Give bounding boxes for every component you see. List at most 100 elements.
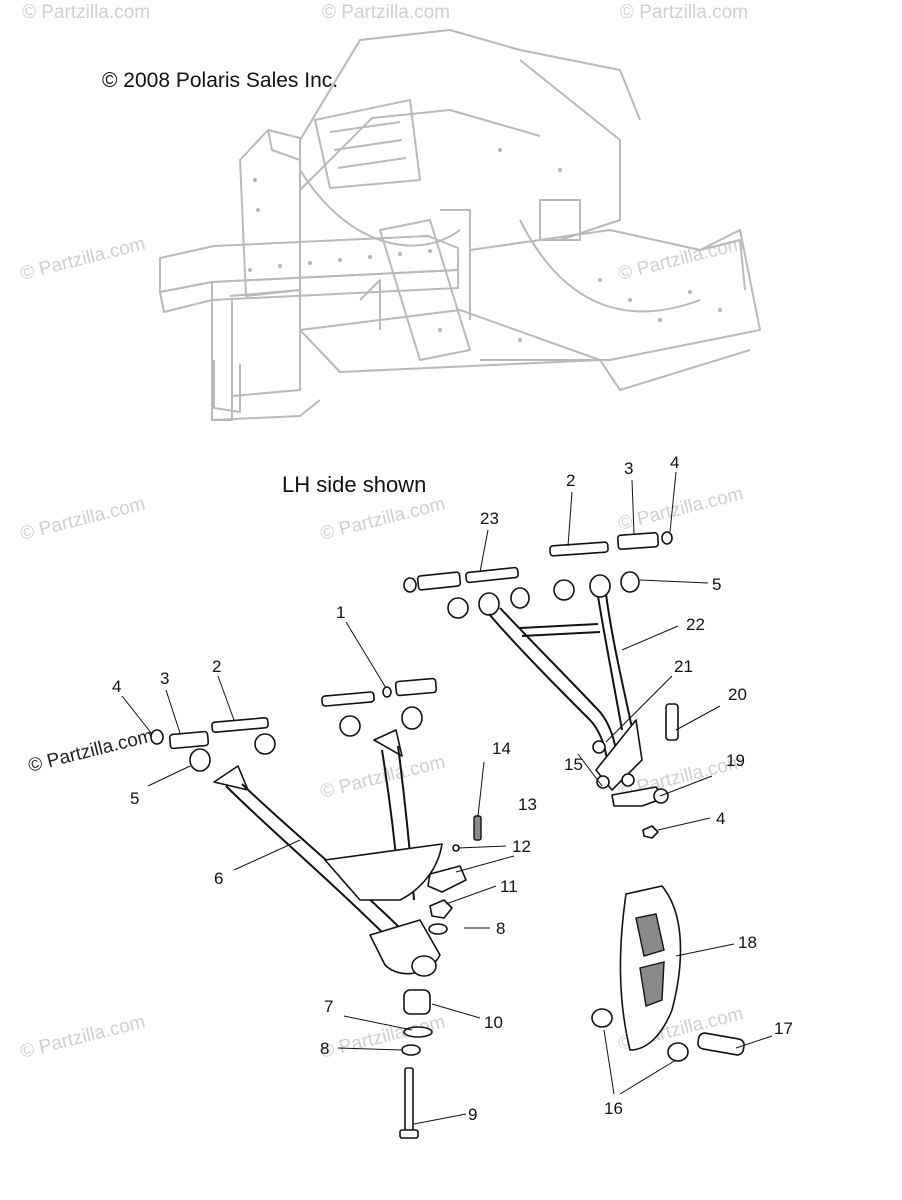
- callout-19: 19: [726, 751, 745, 770]
- vehicle-frame-illustration: [159, 29, 761, 421]
- callout-20: 20: [728, 685, 747, 704]
- callout-11: 11: [500, 877, 518, 896]
- callout-18: 18: [738, 933, 757, 952]
- upper-arm-crossbar: [519, 623, 601, 637]
- rear-pivot-bolt: [549, 541, 609, 557]
- ball-joint-bore: [411, 955, 437, 977]
- spindle-pin: [697, 1032, 745, 1056]
- watermark: © Partzilla.com: [616, 484, 745, 535]
- leader-lines: [121, 471, 773, 1125]
- watermark: © Partzilla.com: [22, 2, 150, 23]
- lower-sleeve: [168, 730, 210, 750]
- upper-a-arm-assembly: [403, 531, 679, 839]
- spindle-pocket: [635, 913, 665, 957]
- upper-arm-rear-tube: [605, 593, 633, 729]
- callout-3: 3: [160, 669, 169, 688]
- caption-lh-side-shown: LH side shown: [282, 472, 426, 497]
- bushing: [478, 592, 500, 616]
- watermark: © Partzilla.com: [620, 2, 748, 23]
- bolt: [473, 815, 482, 841]
- upper-sleeve: [416, 571, 462, 591]
- callout-8: 8: [320, 1039, 329, 1058]
- bolt-head: [399, 1129, 419, 1139]
- bushing: [553, 579, 575, 601]
- callout-14: 14: [492, 739, 511, 758]
- front-sleeve: [394, 677, 438, 697]
- callout-22: 22: [686, 615, 705, 634]
- bushing: [447, 597, 469, 619]
- callout-2: 2: [566, 471, 575, 490]
- washer: [428, 923, 448, 935]
- watermark: © Partzilla.com: [318, 1012, 447, 1063]
- ball-joint: [621, 773, 635, 787]
- bushing: [667, 1042, 689, 1062]
- callout-17: 17: [774, 1019, 793, 1038]
- arm-socket: [213, 765, 249, 791]
- bushing: [339, 715, 361, 737]
- lower-arm-rear-tube: [241, 783, 405, 933]
- watermark: © Partzilla.com: [18, 1012, 147, 1063]
- upper-arm-front-tube: [488, 613, 611, 786]
- watermark: © Partzilla.com: [18, 494, 147, 545]
- callout-16: 16: [604, 1099, 623, 1118]
- callout-13: 13: [518, 795, 537, 814]
- rear-sleeve: [616, 532, 660, 550]
- rear-nut: [661, 531, 673, 545]
- callout-6: 6: [214, 869, 223, 888]
- lower-arm-rear-tube: [225, 785, 391, 941]
- callout-4: 4: [112, 677, 121, 696]
- lock-nut: [429, 899, 453, 919]
- callout-4: 4: [716, 809, 725, 828]
- lower-a-arm-assembly: [150, 677, 482, 1139]
- bushing: [510, 587, 530, 609]
- spacer: [382, 686, 392, 698]
- watermark: © Partzilla.com: [616, 234, 745, 285]
- bushing: [401, 706, 423, 730]
- bushing: [189, 748, 211, 772]
- washer: [401, 1044, 421, 1056]
- callout-1: 1: [336, 603, 345, 622]
- bushing: [591, 1008, 613, 1028]
- spindle-pocket: [639, 961, 665, 1007]
- front-pivot-bolt: [321, 691, 375, 707]
- watermark: © Partzilla.com: [18, 234, 147, 285]
- watermark: © Partzilla.com: [318, 494, 447, 545]
- washer: [596, 775, 610, 789]
- bushing: [620, 571, 640, 593]
- callout-12: 12: [512, 837, 531, 856]
- copyright-text: © 2008 Polaris Sales Inc.: [102, 69, 338, 92]
- lower-arm-gusset-plate: [324, 843, 443, 901]
- callout-23: 23: [480, 509, 499, 528]
- callout-7: 7: [324, 997, 333, 1016]
- callout-10: 10: [484, 1013, 503, 1032]
- grease-fitting: [592, 740, 606, 754]
- bushing: [254, 733, 276, 755]
- callout-3: 3: [624, 459, 633, 478]
- pin: [665, 703, 679, 741]
- callout-21: 21: [674, 657, 693, 676]
- callout-2: 2: [212, 657, 221, 676]
- upper-nut: [403, 577, 417, 593]
- retaining-ring: [403, 1026, 433, 1038]
- watermark: © Partzilla.com: [322, 2, 450, 23]
- watermark-dark: © Partzilla.com: [26, 726, 155, 777]
- bracket: [427, 865, 467, 893]
- callout-15: 15: [564, 755, 583, 774]
- callout-5: 5: [712, 575, 721, 594]
- lower-pivot-bolt: [211, 717, 269, 733]
- lower-nut: [150, 729, 164, 745]
- callout-labels: 1 2 2 3 3 4 4 4 5 5 6 7 8 8 9 10 11 12 1…: [112, 453, 793, 1124]
- callout-4: 4: [670, 453, 679, 472]
- callout-8: 8: [496, 919, 505, 938]
- ball-joint: [403, 989, 431, 1015]
- arm-socket: [373, 729, 403, 757]
- nut: [642, 825, 659, 839]
- callout-5: 5: [130, 789, 139, 808]
- upper-pivot-bolt: [465, 566, 519, 584]
- bolt: [404, 1067, 414, 1135]
- callout-9: 9: [468, 1105, 477, 1124]
- rod-end: [611, 786, 665, 807]
- bushing: [589, 574, 611, 598]
